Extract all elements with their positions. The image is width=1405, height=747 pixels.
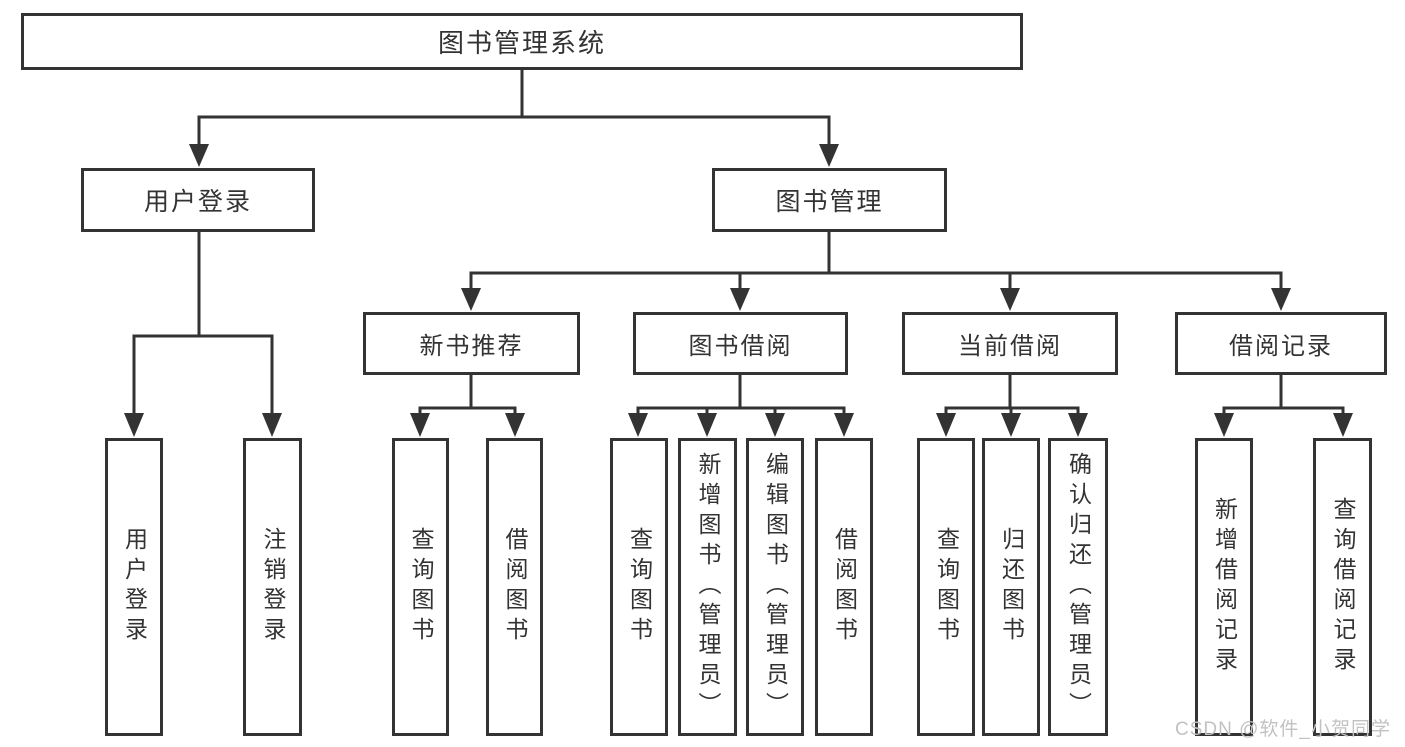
node-label: 用户登录 [121,527,148,647]
node-label: 用户登录 [143,188,252,216]
leaf-edit-book-admin: 编辑图书（管理员） [746,438,804,736]
node-label: 图书借阅 [688,333,793,360]
arrow-down-icon [765,413,785,437]
node-label: 借阅图书 [831,527,858,647]
leaf-add-borrow-record: 新增借阅记录 [1195,438,1253,736]
arrow-down-icon [1271,288,1291,311]
arrow-down-icon [1333,413,1353,437]
arrow-down-icon [819,144,839,167]
node-label: 当前借阅 [958,333,1062,360]
arrow-down-icon [410,413,430,437]
leaf-add-book-admin: 新增图书（管理员） [678,438,737,736]
arrow-down-icon [628,413,648,437]
leaf-query-books-3: 查询图书 [917,438,975,736]
leaf-query-borrow-record: 查询借阅记录 [1313,438,1372,736]
leaf-borrow-books-2: 借阅图书 [815,438,873,736]
arrow-down-icon [262,413,282,437]
arrow-down-icon [189,144,209,167]
node-label: 查询图书 [408,527,434,647]
edge-newbook-to-leaves [418,375,517,418]
watermark: CSDN @软件_小贺同学 [1175,719,1391,740]
edge-userlogin-to-leaves [132,232,274,418]
node-label: 查询图书 [933,527,960,647]
node-label: 确认归还（管理员） [1065,452,1092,722]
node-label: 新书推荐 [419,333,524,360]
arrow-down-icon [461,288,481,311]
leaf-logout: 注销登录 [243,438,302,736]
leaf-return-book: 归还图书 [982,438,1040,736]
leaf-confirm-return-admin: 确认归还（管理员） [1048,438,1108,736]
node-label: 注销登录 [260,527,286,647]
node-label: 编辑图书（管理员） [762,452,789,722]
arrow-down-icon [936,413,956,437]
arrow-down-icon [1214,413,1234,437]
node-label: 图书管理系统 [437,28,606,58]
node-current-borrowing: 当前借阅 [902,312,1118,375]
edge-current-to-leaves [944,375,1080,418]
leaf-borrow-books-1: 借阅图书 [486,438,543,736]
arrow-down-icon [730,288,750,311]
node-new-book-recommend: 新书推荐 [363,312,580,375]
node-label: 借阅图书 [502,527,528,647]
leaf-user-login: 用户登录 [105,438,163,736]
node-label: 借阅记录 [1229,333,1333,360]
edge-records-to-leaves [1222,375,1345,418]
node-book-borrowing: 图书借阅 [633,312,848,375]
arrow-down-icon [1000,288,1020,311]
edge-borrowing-to-leaves [636,375,846,418]
edge-root-to-level2 [197,68,831,147]
leaf-query-books-1: 查询图书 [392,438,449,736]
node-library-system: 图书管理系统 [21,13,1023,70]
node-user-login: 用户登录 [81,168,315,232]
arrow-down-icon [1001,413,1021,437]
arrow-down-icon [834,413,854,437]
node-label: 新增图书（管理员） [695,452,721,722]
edge-bookmgmt-to-level3 [469,232,1283,291]
node-label: 图书管理 [775,188,884,216]
node-label: 查询借阅记录 [1330,497,1356,677]
arrow-down-icon [1068,413,1088,437]
node-label: 归还图书 [998,527,1025,647]
node-book-management: 图书管理 [712,168,947,232]
arrow-down-icon [505,413,525,437]
node-borrow-records: 借阅记录 [1175,312,1387,375]
node-label: 新增借阅记录 [1211,497,1238,677]
leaf-query-books-2: 查询图书 [610,438,668,736]
arrow-down-icon [124,413,144,437]
arrow-down-icon [697,413,717,437]
node-label: 查询图书 [626,527,653,647]
